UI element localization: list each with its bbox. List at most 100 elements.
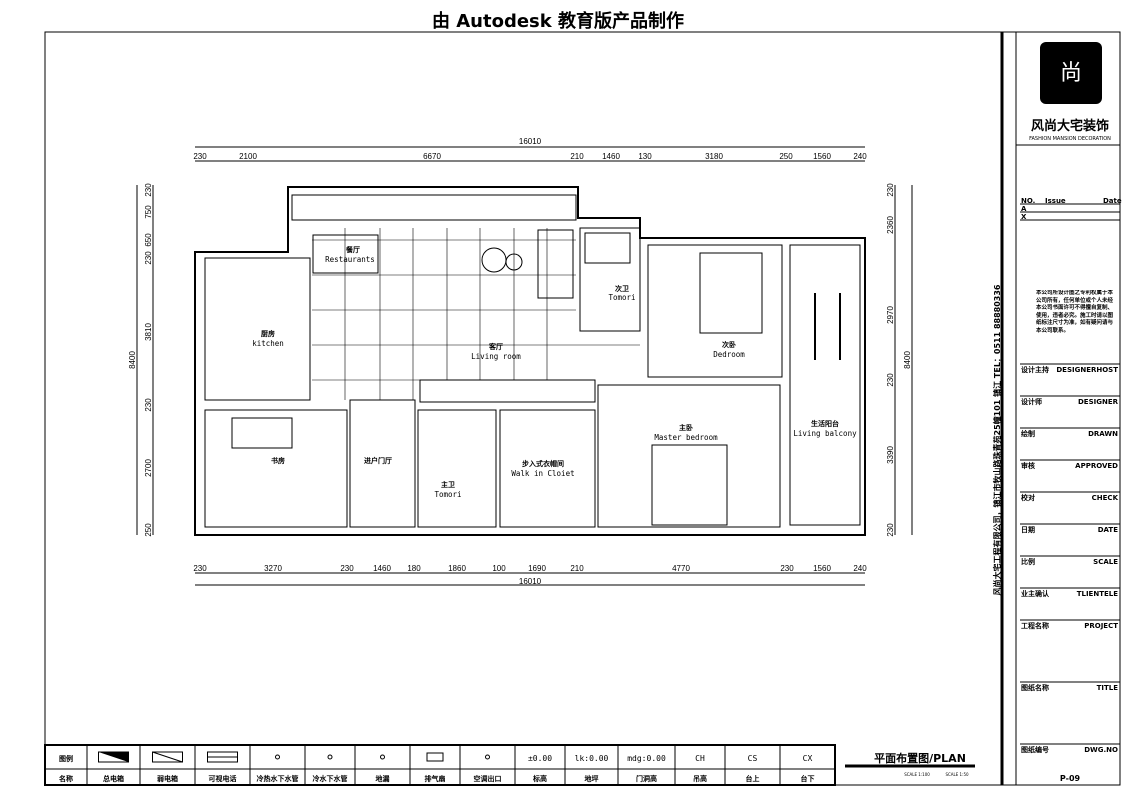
right-dimensions: 230 2360 2970 230 3390 230 8400 bbox=[886, 183, 913, 537]
closet-area bbox=[499, 409, 596, 528]
svg-text:X: X bbox=[1021, 213, 1027, 221]
legend-item: ±0.00 标高 bbox=[528, 754, 552, 783]
svg-text:NO.: NO. bbox=[1021, 197, 1035, 205]
svg-text:mdg:0.00: mdg:0.00 bbox=[627, 754, 666, 763]
kitchen-label-en: kitchen bbox=[252, 339, 284, 348]
bedroom-label-cn: 次卧 bbox=[722, 340, 736, 349]
field-label-cn: 业主确认 bbox=[1021, 589, 1050, 598]
company-name-en: FASHION MANSION DECORATION bbox=[1029, 136, 1111, 142]
legend-item: 可视电话 bbox=[207, 751, 238, 783]
bay-window bbox=[291, 194, 577, 221]
tv-cabinet bbox=[419, 379, 596, 403]
svg-text:6670: 6670 bbox=[423, 152, 441, 161]
svg-text:230: 230 bbox=[886, 523, 895, 537]
field-label-en: TITLE bbox=[1097, 684, 1119, 692]
svg-text:SCALE 1:50: SCALE 1:50 bbox=[945, 772, 969, 777]
svg-text:240: 240 bbox=[853, 564, 867, 573]
svg-text:210: 210 bbox=[570, 152, 584, 161]
svg-text:吊高: 吊高 bbox=[693, 774, 707, 783]
field-label-cn: 比例 bbox=[1021, 557, 1035, 566]
bedroom-area bbox=[647, 244, 783, 378]
svg-text:空调出口: 空调出口 bbox=[474, 774, 502, 783]
living-label-en: Living room bbox=[471, 352, 521, 361]
svg-text:3390: 3390 bbox=[886, 446, 895, 464]
field-label-cn: 图纸名称 bbox=[1021, 683, 1049, 692]
svg-text:8400: 8400 bbox=[903, 351, 912, 369]
drawing-title: 平面布置图/PLAN SCALE 1:100 SCALE 1:50 P-09 bbox=[845, 751, 1081, 783]
svg-text:Issue: Issue bbox=[1045, 197, 1066, 205]
field-label-en: TLIENTELE bbox=[1077, 590, 1118, 598]
field-label-cn: 日期 bbox=[1021, 525, 1035, 534]
field-label-cn: 绘制 bbox=[1021, 429, 1035, 438]
svg-text:平面布置图/PLAN: 平面布置图/PLAN bbox=[874, 751, 966, 765]
svg-text:230: 230 bbox=[340, 564, 354, 573]
svg-text:冷热水下水管: 冷热水下水管 bbox=[257, 774, 299, 783]
bedroom-label-en: Dedroom bbox=[713, 350, 745, 359]
field-label-en: DRAWN bbox=[1088, 430, 1118, 438]
guest-bath-label-cn: 次卫 bbox=[615, 284, 629, 293]
svg-text:1690: 1690 bbox=[528, 564, 546, 573]
restaurant-label-en: Restaurants bbox=[325, 255, 375, 264]
svg-text:2970: 2970 bbox=[886, 306, 895, 324]
legend-item: 弱电箱 bbox=[152, 751, 183, 783]
master-bath-label-en: Tomori bbox=[434, 490, 461, 499]
field-label-en: DWG.NO bbox=[1084, 746, 1118, 754]
field-label-en: DESIGNERHOST bbox=[1056, 366, 1118, 374]
field-label-cn: 设计师 bbox=[1021, 397, 1042, 406]
svg-text:名称: 名称 bbox=[59, 774, 73, 783]
svg-text:16010: 16010 bbox=[519, 137, 542, 146]
field-label-cn: 图纸编号 bbox=[1021, 745, 1049, 754]
field-label-en: DESIGNER bbox=[1078, 398, 1119, 406]
svg-text:标高: 标高 bbox=[532, 774, 547, 783]
svg-text:16010: 16010 bbox=[519, 577, 542, 586]
guest-bath-label-en: Tomori bbox=[608, 293, 635, 302]
guest-bath-area bbox=[579, 227, 641, 332]
legend-item: 总电箱 bbox=[98, 751, 129, 783]
svg-text:台下: 台下 bbox=[801, 774, 815, 783]
svg-text:230: 230 bbox=[144, 398, 153, 412]
legend-item: 冷水下水管 bbox=[313, 754, 348, 783]
entry-area bbox=[349, 399, 416, 528]
svg-text:总电箱: 总电箱 bbox=[103, 774, 124, 783]
svg-text:2100: 2100 bbox=[239, 152, 257, 161]
legend-item: 排气扇 bbox=[425, 752, 446, 783]
svg-text:±0.00: ±0.00 bbox=[528, 754, 552, 763]
svg-text:180: 180 bbox=[407, 564, 421, 573]
drawing-number: P-09 bbox=[1060, 774, 1081, 783]
field-label-cn: 工程名称 bbox=[1021, 621, 1049, 630]
copyright-notice: 本公司所设计图之专利权属于本公司所有，任何单位或个人未经本公司书面许可不得擅自复… bbox=[1036, 290, 1114, 334]
autodesk-watermark: 由 Autodesk 教育版产品制作 bbox=[432, 10, 684, 32]
svg-text:地漏: 地漏 bbox=[376, 774, 390, 783]
svg-text:A: A bbox=[1021, 205, 1027, 213]
svg-text:排气扇: 排气扇 bbox=[425, 774, 446, 783]
svg-text:3270: 3270 bbox=[264, 564, 282, 573]
svg-text:门洞高: 门洞高 bbox=[636, 774, 657, 783]
master-bedroom-area bbox=[597, 384, 781, 528]
study-label: 书房 bbox=[271, 456, 285, 465]
company-address-vertical: 风尚大宅工程有限公司，镇江市牧山路珠青苑25幢101 镇江 TEL：0511 8… bbox=[992, 284, 1002, 595]
svg-text:210: 210 bbox=[570, 564, 584, 573]
walls bbox=[194, 186, 866, 536]
svg-text:lk:0.00: lk:0.00 bbox=[575, 754, 609, 763]
left-dimensions: 230 750 650 230 3810 230 2700 250 8400 bbox=[128, 183, 154, 537]
balcony-area bbox=[789, 244, 861, 526]
svg-text:2700: 2700 bbox=[144, 459, 153, 477]
field-label-en: APPROVED bbox=[1075, 462, 1118, 470]
svg-text:图例: 图例 bbox=[59, 754, 73, 763]
svg-text:3180: 3180 bbox=[705, 152, 723, 161]
svg-text:750: 750 bbox=[144, 205, 153, 219]
field-label-cn: 校对 bbox=[1021, 493, 1035, 502]
field-label-en: CHECK bbox=[1092, 494, 1119, 502]
svg-text:250: 250 bbox=[144, 523, 153, 537]
svg-text:2360: 2360 bbox=[886, 216, 895, 234]
svg-text:8400: 8400 bbox=[128, 351, 137, 369]
svg-text:250: 250 bbox=[779, 152, 793, 161]
svg-text:230: 230 bbox=[193, 564, 207, 573]
svg-text:冷水下水管: 冷水下水管 bbox=[313, 774, 348, 783]
svg-text:Date: Date bbox=[1103, 197, 1122, 205]
svg-text:230: 230 bbox=[886, 373, 895, 387]
svg-text:100: 100 bbox=[492, 564, 506, 573]
legend-item: mdg:0.00 门洞高 bbox=[627, 754, 666, 783]
